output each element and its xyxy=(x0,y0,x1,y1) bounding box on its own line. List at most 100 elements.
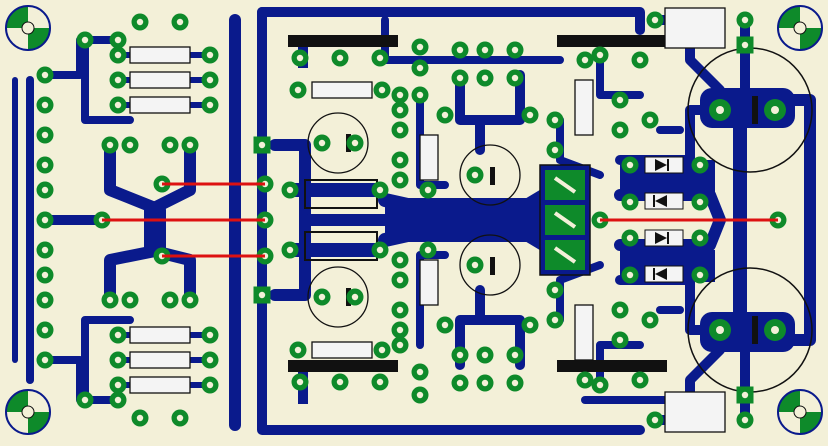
pad xyxy=(36,266,54,284)
pad xyxy=(646,411,664,429)
pad xyxy=(391,101,409,119)
pad xyxy=(411,386,429,404)
pad xyxy=(451,374,469,392)
pad xyxy=(109,71,127,89)
pad xyxy=(253,286,271,304)
pad xyxy=(451,41,469,59)
mounting-hole-icon xyxy=(777,389,823,435)
pad xyxy=(466,166,484,184)
pad xyxy=(506,346,524,364)
pad xyxy=(646,11,664,29)
pad xyxy=(391,86,409,104)
pad xyxy=(76,391,94,409)
pad xyxy=(101,136,119,154)
pad xyxy=(131,13,149,31)
pad xyxy=(506,41,524,59)
pad xyxy=(411,86,429,104)
pad xyxy=(171,13,189,31)
pad xyxy=(346,288,364,306)
pad xyxy=(391,321,409,339)
pad xyxy=(476,346,494,364)
pad xyxy=(419,181,437,199)
pad xyxy=(371,49,389,67)
pad xyxy=(391,271,409,289)
pad xyxy=(391,301,409,319)
pad xyxy=(161,291,179,309)
pad xyxy=(161,136,179,154)
pad xyxy=(371,373,389,391)
pad xyxy=(201,376,219,394)
pad xyxy=(36,66,54,84)
pad xyxy=(131,409,149,427)
pad xyxy=(506,374,524,392)
pad xyxy=(611,301,629,319)
pad xyxy=(121,136,139,154)
pad xyxy=(391,251,409,269)
pad xyxy=(546,141,564,159)
pad xyxy=(109,96,127,114)
pad xyxy=(281,181,299,199)
transistor-tab-silk xyxy=(288,35,667,372)
pad xyxy=(346,134,364,152)
pad xyxy=(109,376,127,394)
pad xyxy=(281,241,299,259)
pad xyxy=(36,241,54,259)
pad xyxy=(709,319,731,341)
pad xyxy=(419,241,437,259)
pad xyxy=(691,229,709,247)
pad xyxy=(611,331,629,349)
pad xyxy=(631,371,649,389)
pad xyxy=(466,256,484,274)
pad xyxy=(621,193,639,211)
pad xyxy=(36,96,54,114)
mounting-hole-icon xyxy=(5,389,51,435)
pad xyxy=(121,291,139,309)
pad xyxy=(201,96,219,114)
pad xyxy=(36,211,54,229)
pad xyxy=(76,31,94,49)
pad xyxy=(36,126,54,144)
pad xyxy=(476,41,494,59)
pad xyxy=(576,51,594,69)
pad xyxy=(181,136,199,154)
pad xyxy=(101,291,119,309)
pad xyxy=(546,111,564,129)
pad xyxy=(36,156,54,174)
jumper-wires xyxy=(102,182,778,258)
pad xyxy=(391,121,409,139)
pad xyxy=(521,316,539,334)
pad xyxy=(736,36,754,54)
pad xyxy=(291,373,309,391)
pad xyxy=(371,241,389,259)
pad xyxy=(736,411,754,429)
pad xyxy=(291,49,309,67)
pad xyxy=(621,156,639,174)
pad xyxy=(289,81,307,99)
mounting-hole-icon xyxy=(777,5,823,51)
pad xyxy=(641,311,659,329)
pad xyxy=(289,341,307,359)
pad xyxy=(611,121,629,139)
pad xyxy=(109,326,127,344)
pad xyxy=(36,351,54,369)
pad xyxy=(109,351,127,369)
pad xyxy=(36,181,54,199)
pad xyxy=(691,193,709,211)
pad xyxy=(506,69,524,87)
pad xyxy=(764,319,786,341)
pad xyxy=(611,91,629,109)
pad xyxy=(109,391,127,409)
pad xyxy=(451,69,469,87)
pad xyxy=(331,373,349,391)
pad xyxy=(373,341,391,359)
pad xyxy=(691,266,709,284)
pad xyxy=(201,46,219,64)
pad xyxy=(631,51,649,69)
pad xyxy=(436,316,454,334)
pad xyxy=(691,156,709,174)
diode-icon xyxy=(644,156,684,283)
pad xyxy=(709,99,731,121)
pad xyxy=(36,291,54,309)
pad xyxy=(451,346,469,364)
